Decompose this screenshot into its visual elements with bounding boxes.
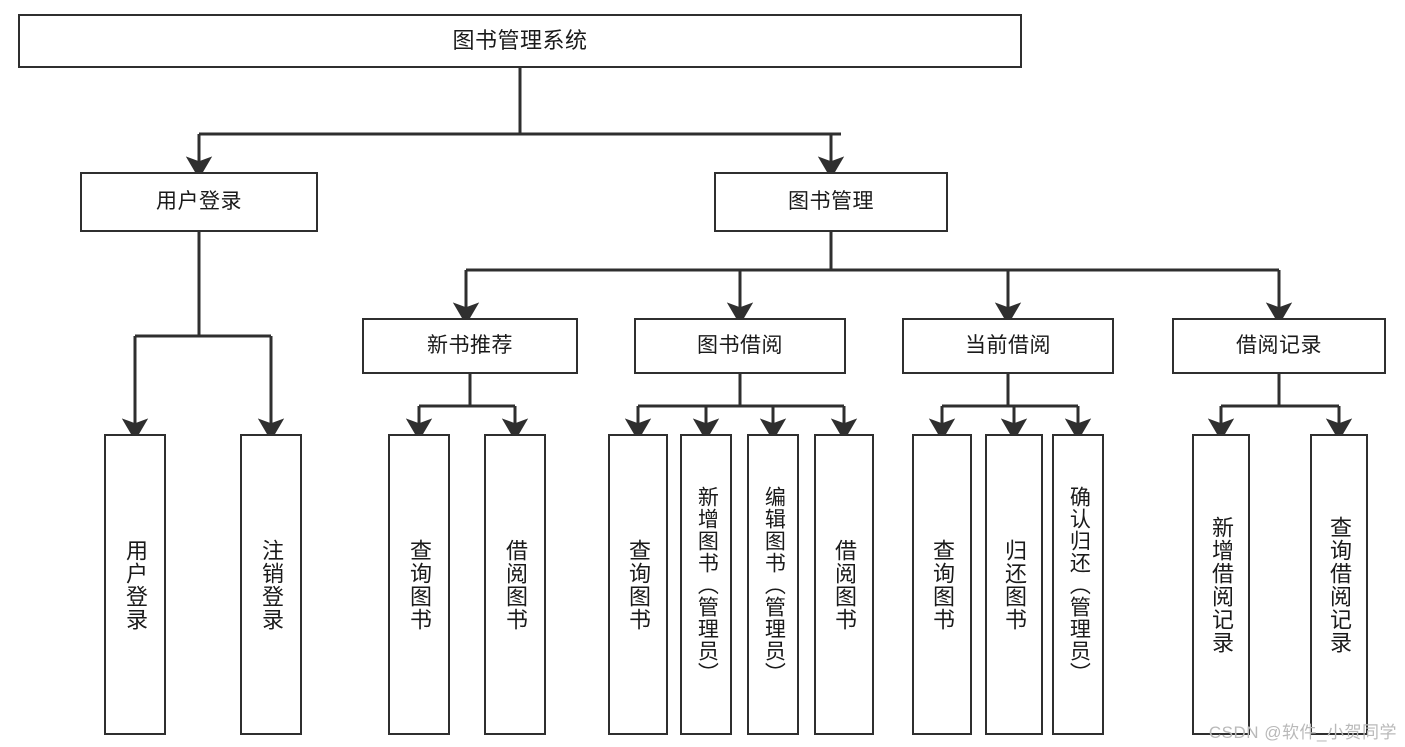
- node-root-system[interactable]: 图书管理系统: [18, 14, 1022, 68]
- node-label: 借阅图书: [831, 538, 857, 631]
- node-label: 图书管理: [788, 190, 874, 214]
- node-leaf-add-book[interactable]: 新增图书（管理员）: [680, 434, 732, 735]
- node-label: 查询借阅记录: [1326, 515, 1352, 654]
- node-leaf-borrow-book-1[interactable]: 借阅图书: [484, 434, 546, 735]
- node-borrow-record[interactable]: 借阅记录: [1172, 318, 1386, 374]
- node-book-borrow[interactable]: 图书借阅: [634, 318, 846, 374]
- node-leaf-add-record[interactable]: 新增借阅记录: [1192, 434, 1250, 735]
- csdn-watermark: CSDN @软件_小贺同学: [1208, 723, 1397, 742]
- node-current-borrow[interactable]: 当前借阅: [902, 318, 1114, 374]
- node-leaf-logout[interactable]: 注销登录: [240, 434, 302, 735]
- node-leaf-return-book[interactable]: 归还图书: [985, 434, 1043, 735]
- node-label: 确认归还（管理员）: [1067, 485, 1091, 684]
- node-label: 注销登录: [258, 538, 284, 631]
- node-leaf-user-login[interactable]: 用户登录: [104, 434, 166, 735]
- node-label: 查询图书: [625, 538, 651, 631]
- node-leaf-query-book-2[interactable]: 查询图书: [608, 434, 668, 735]
- node-label: 查询图书: [406, 538, 432, 631]
- node-label: 归还图书: [1001, 538, 1027, 631]
- node-label: 新增图书（管理员）: [695, 485, 719, 684]
- node-leaf-query-book-1[interactable]: 查询图书: [388, 434, 450, 735]
- node-leaf-confirm-return[interactable]: 确认归还（管理员）: [1052, 434, 1104, 735]
- node-book-manage[interactable]: 图书管理: [714, 172, 948, 232]
- node-leaf-edit-book[interactable]: 编辑图书（管理员）: [747, 434, 799, 735]
- node-label: 查询图书: [929, 538, 955, 631]
- node-label: 图书管理系统: [452, 27, 588, 53]
- node-leaf-query-record[interactable]: 查询借阅记录: [1310, 434, 1368, 735]
- node-label: 借阅图书: [502, 538, 528, 631]
- node-user-login[interactable]: 用户登录: [80, 172, 318, 232]
- node-label: 用户登录: [122, 538, 148, 631]
- node-leaf-query-book-3[interactable]: 查询图书: [912, 434, 972, 735]
- node-label: 新增借阅记录: [1208, 515, 1234, 654]
- node-label: 当前借阅: [965, 334, 1051, 358]
- node-label: 图书借阅: [697, 334, 783, 358]
- node-new-book-recommend[interactable]: 新书推荐: [362, 318, 578, 374]
- node-label: 借阅记录: [1236, 334, 1322, 358]
- node-label: 编辑图书（管理员）: [762, 485, 786, 684]
- node-label: 新书推荐: [427, 334, 513, 358]
- node-label: 用户登录: [156, 190, 242, 214]
- node-leaf-borrow-book-2[interactable]: 借阅图书: [814, 434, 874, 735]
